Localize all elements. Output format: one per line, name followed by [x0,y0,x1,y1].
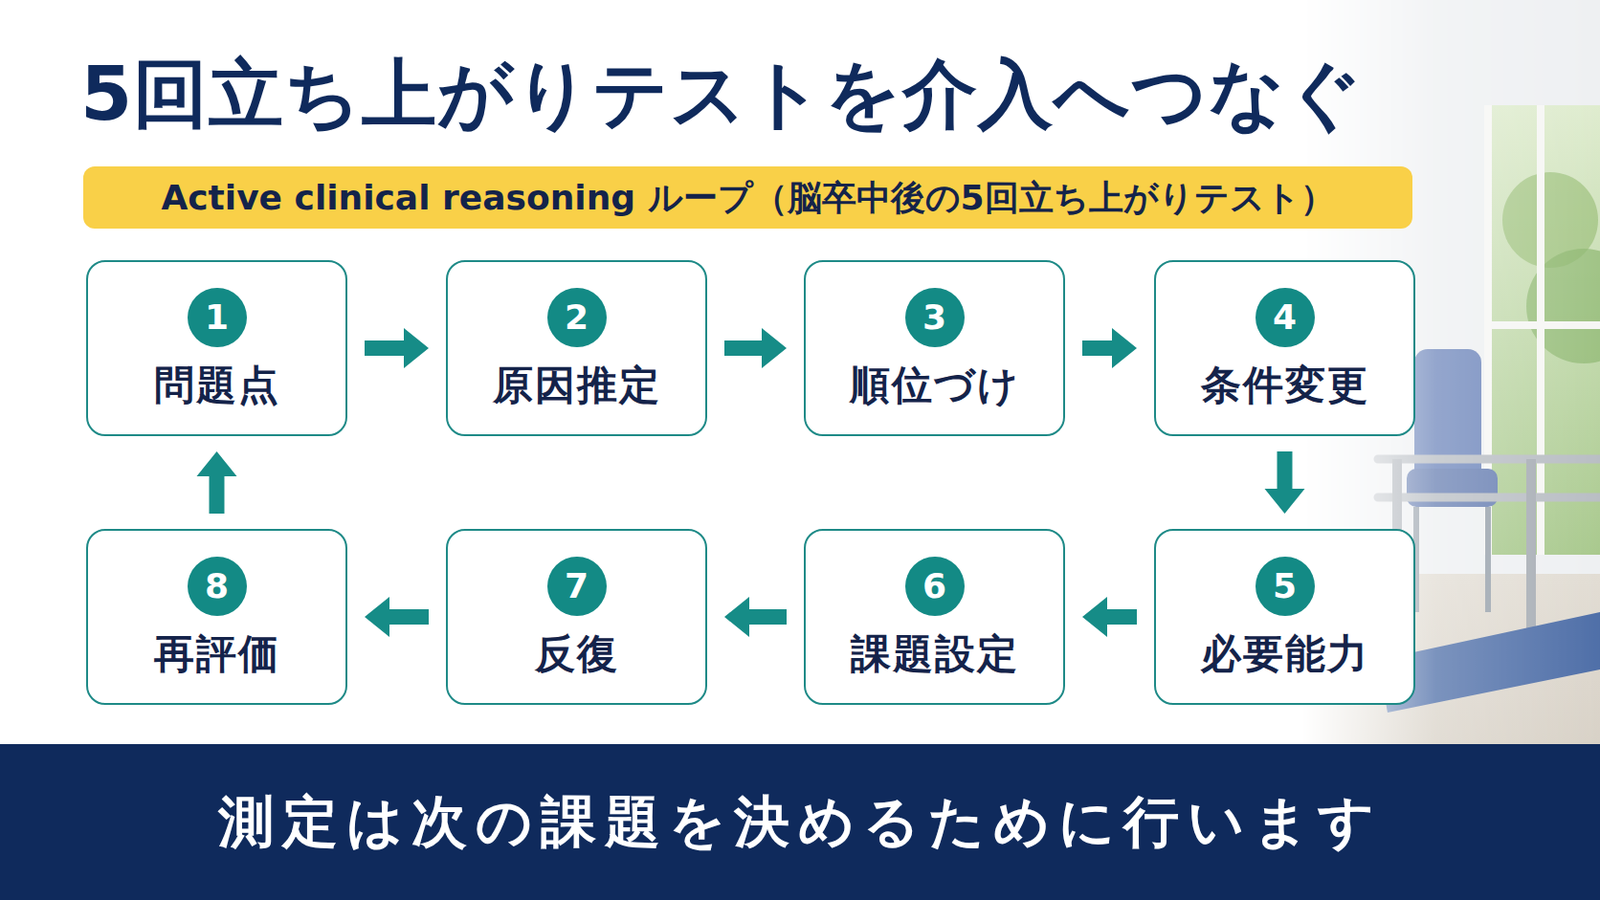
arrow-head [761,328,787,369]
flow-arrow [364,597,429,638]
step-label: 反復 [534,631,620,678]
step-number: 3 [922,300,947,335]
arrow-shaft [364,340,406,356]
arrow-shaft [209,474,225,514]
arrow-shaft [1277,451,1293,491]
step-number: 4 [1272,300,1297,335]
step-number-circle: 7 [547,556,607,617]
step-number: 5 [1272,569,1297,604]
step-number-circle: 6 [905,556,965,617]
arrow-shaft [747,609,787,625]
process-box: 問題点 1 [86,260,348,437]
parallel-bars [1377,459,1600,498]
flow-arrow [1265,451,1306,514]
arrow-shaft [1082,340,1114,356]
step-number: 2 [564,300,589,335]
flow-arrow [1082,328,1137,369]
step-label: 順位づけ [849,362,1021,409]
step-number-circle: 8 [187,556,247,617]
step-number-circle: 5 [1255,556,1315,617]
subtitle-text: Active clinical reasoning ループ（脳卒中後の5回立ち上… [160,177,1334,218]
step-number-circle: 4 [1255,288,1315,348]
flow-arrow [724,328,787,369]
process-box: 課題設定 6 [803,529,1066,706]
diagram-title: 5回立ち上がりテストを介入へつなぐ [80,49,1555,140]
caption-text: 測定は次の課題を決めるために行います [218,789,1383,857]
flow-arrow [724,597,787,638]
flow-arrow [197,451,238,514]
arrow-head [403,328,429,369]
arrow-head [724,597,750,638]
process-box: 条件変更 4 [1154,260,1416,437]
arrow-head [1265,488,1306,514]
arrow-shaft [1105,609,1137,625]
arrow-shaft [387,609,429,625]
arrow-head [364,597,390,638]
step-number-circle: 3 [905,288,965,348]
step-number: 6 [922,569,947,604]
window-frame [1488,105,1600,556]
step-number: 1 [204,300,229,335]
step-number-circle: 1 [187,288,247,348]
arrow-shaft [724,340,764,356]
step-label: 必要能力 [1200,631,1370,678]
step-number-circle: 2 [547,288,607,348]
process-box: 反復 7 [445,529,708,706]
arrow-head [1082,597,1108,638]
step-number: 8 [204,569,229,604]
step-label: 課題設定 [850,631,1020,678]
arrow-head [1111,328,1137,369]
subtitle-band: Active clinical reasoning ループ（脳卒中後の5回立ち上… [83,166,1413,229]
arrow-head [197,451,238,477]
caption-band: 測定は次の課題を決めるために行います [0,744,1600,900]
step-label: 問題点 [154,362,281,409]
process-box: 順位づけ 3 [803,260,1066,437]
flow-arrow [364,328,429,369]
flow-arrow [1082,597,1137,638]
chair-legs [1416,507,1489,613]
step-label: 原因推定 [492,362,662,409]
step-number: 7 [564,569,589,604]
process-box: 再評価 8 [86,529,348,706]
step-label: 条件変更 [1200,362,1370,409]
process-box: 必要能力 5 [1154,529,1416,706]
process-box: 原因推定 2 [445,260,708,437]
step-label: 再評価 [154,631,281,678]
